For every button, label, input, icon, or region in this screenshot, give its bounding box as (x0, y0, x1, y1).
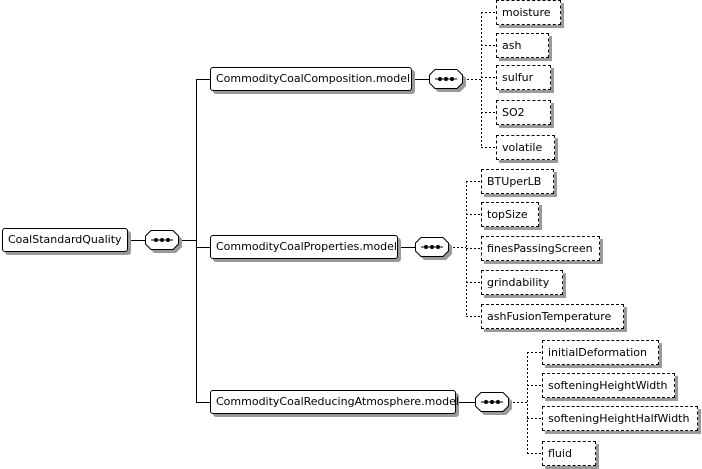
group-node-reducing-atmosphere[interactable]: CommodityCoalReducingAtmosphere.model (210, 390, 459, 414)
group-label: CommodityCoalProperties.model (216, 240, 397, 253)
child-initialdeformation[interactable]: initialDeformation (542, 340, 659, 365)
child-finespassingscreen[interactable]: finesPassingScreen (481, 236, 600, 261)
child-fluid[interactable]: fluid (542, 441, 596, 466)
composition-sequence-icon (429, 69, 466, 92)
reducing-atmosphere-sequence-icon (475, 392, 512, 415)
group-label: CommodityCoalReducingAtmosphere.model (216, 395, 459, 408)
child-volatile[interactable]: volatile (496, 135, 555, 160)
child-so2[interactable]: SO2 (496, 100, 551, 125)
child-ashfusiontemperature[interactable]: ashFusionTemperature (481, 304, 624, 329)
group-node-properties[interactable]: CommodityCoalProperties.model (210, 235, 398, 259)
root-node[interactable]: CoalStandardQuality (2, 228, 128, 252)
child-grindability[interactable]: grindability (481, 270, 563, 295)
child-softeningheightwidth[interactable]: softeningHeightWidth (542, 373, 675, 398)
child-btuperlb[interactable]: BTUperLB (481, 169, 554, 194)
group-label: CommodityCoalComposition.model (216, 72, 411, 85)
root-sequence-icon (145, 230, 182, 253)
child-moisture[interactable]: moisture (496, 0, 561, 25)
child-softeningheighthalfwidth[interactable]: softeningHeightHalfWidth (542, 406, 698, 431)
child-topsize[interactable]: topSize (481, 202, 539, 227)
properties-sequence-icon (415, 237, 452, 260)
root-label: CoalStandardQuality (8, 233, 122, 246)
group-node-composition[interactable]: CommodityCoalComposition.model (210, 67, 412, 91)
child-ash[interactable]: ash (496, 33, 549, 58)
child-sulfur[interactable]: sulfur (496, 65, 551, 90)
